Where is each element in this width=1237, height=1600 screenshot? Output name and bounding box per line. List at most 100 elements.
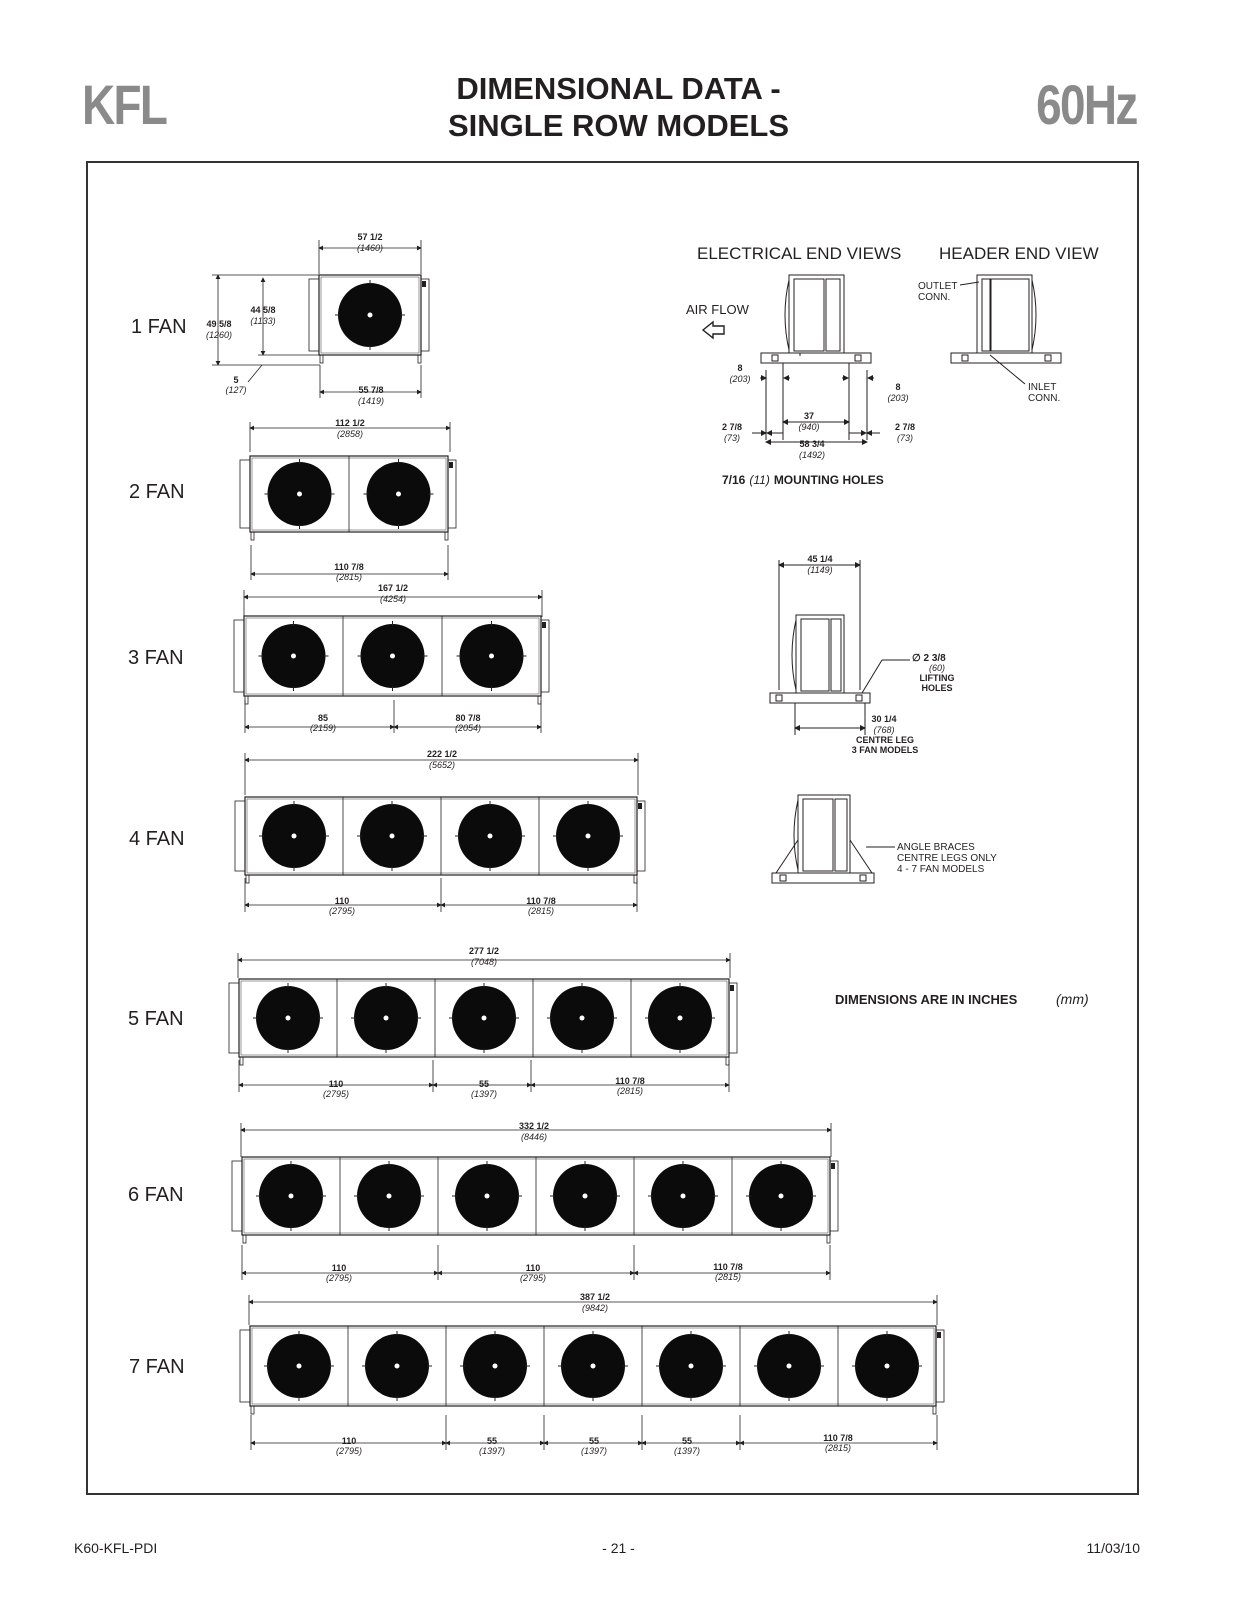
dim-end-8-left: 8 [737,363,742,373]
unit-end-left [239,459,251,529]
unit-leg [244,695,249,705]
footer-date: 11/03/10 [1086,1540,1140,1556]
unit-3-fan [233,615,550,705]
outlet-label: OUTLET [918,281,957,292]
inlet-conn-label: CONN. [1028,393,1060,404]
unit-junction-box-icon [730,985,734,991]
unit-end-left [234,800,246,872]
unit-inner-panel [240,980,728,1056]
dim-7-fan-leg2-mm: (1397) [479,1446,505,1456]
unit-leg [932,1405,937,1415]
holes-label: HOLES [921,683,952,693]
label-4-fan: 4 FAN [129,828,185,850]
mounting-holes-label: 7/16(11)MOUNTING HOLES [722,473,884,487]
unit-end-right [728,982,738,1054]
fan-hub-icon [291,653,296,659]
dim-5-fan-width: 277 1/2 [469,946,499,956]
fan-hub-icon [390,653,395,659]
dim-1-fan-height: 44 5/8 [250,305,275,315]
dim-5-fan-width-mm: (7048) [471,957,497,967]
unit-junction-box-icon [422,281,426,287]
dim-7-fan-leg3: 55 [589,1436,599,1446]
dim-7-fan-leg4-mm: (1397) [674,1446,700,1456]
dim-6-fan-width: 332 1/2 [519,1121,549,1131]
electrical-end-views-title: ELECTRICAL END VIEWS [697,244,901,263]
label-1-fan: 1 FAN [131,316,187,338]
dims-5-fan [237,953,731,1092]
unit-inner-panel [320,276,420,354]
dim-end-278-left-mm: (73) [724,433,740,443]
fan-hub-icon [688,1363,694,1369]
dim-3-fan-leg2-mm: (2054) [455,723,481,733]
unit-end-right [636,800,646,872]
unit-leg [444,531,449,541]
unit-leg [725,1056,730,1066]
dim-end-278-right-mm: (73) [897,433,913,443]
unit-leg [250,531,255,541]
dim-end-37: 37 [804,411,814,421]
brand-logo-kfl: KFL [82,73,168,136]
dim-4-fan-leg1-mm: (2795) [329,906,355,916]
centre-legs-only-label: CENTRE LEGS ONLY [897,853,997,864]
frequency-logo: 60Hz [1036,73,1138,136]
dim-end-8-right-mm: (203) [887,393,908,403]
dim-4-fan-leg2: 110 7/8 [526,896,556,906]
unit-inner-panel [245,617,540,695]
dim-2-fan-width: 112 1/2 [335,418,365,428]
unit-end-left [231,1160,243,1232]
fan-hub-icon [367,312,373,318]
fan-hub-icon [396,491,401,497]
dim-6-fan-width-mm: (8446) [521,1132,547,1142]
unit-end-left [239,1329,251,1403]
angle-braces-view [771,794,895,884]
fan-hub-icon [786,1363,792,1369]
fan-hub-icon [288,1193,294,1199]
fan-hub-icon [291,833,297,839]
dim-end-5834-mm: (1492) [799,450,825,460]
footer-doc-code: K60-KFL-PDI [74,1540,158,1556]
dims-6-fan [240,1123,832,1280]
label-6-fan: 6 FAN [128,1184,184,1206]
lifting-holes-diameter: ∅ 2 3/8 [912,653,946,664]
fan-hub-icon [487,833,493,839]
dim-1-fan-overall-height-mm: (1260) [206,330,232,340]
dim-1-fan-overall-height: 49 5/8 [206,319,231,329]
dims-4-fan [244,753,639,912]
dim-end-278-left: 2 7/8 [722,422,742,432]
unit-junction-box-icon [542,622,546,628]
unit-leg [319,354,324,364]
dim-centre-4514: 45 1/4 [807,554,832,564]
fan-hub-icon [383,1015,389,1021]
unit-leg [239,1056,244,1066]
dim-6-fan-leg3-mm: (2815) [715,1272,741,1282]
fan-hub-icon [778,1193,784,1199]
angle-braces-label: ANGLE BRACES [897,842,975,853]
dims-1-fan [212,240,422,398]
dim-3-fan-width: 167 1/2 [378,583,408,593]
fan-hub-icon [579,1015,585,1021]
dim-2-fan-width-mm: (2858) [337,429,363,439]
label-5-fan: 5 FAN [128,1008,184,1030]
dim-6-fan-leg1: 110 [332,1263,347,1273]
electrical-end-view [752,274,880,445]
dim-7-fan-leg3-mm: (1397) [581,1446,607,1456]
unit-leg [537,695,542,705]
lifting-holes-diameter-mm: (60) [929,663,945,673]
unit-5-fan [228,978,738,1066]
dim-1-fan-leg-mm: (127) [225,385,246,395]
dim-centre-3014-mm: (768) [873,725,894,735]
centre-leg-view-3-fan [769,560,910,735]
dim-2-fan-legs-mm: (2815) [336,572,362,582]
fan-hub-icon [582,1193,588,1199]
inlet-label: INLET [1028,382,1056,393]
air-flow-arrow-icon [701,320,725,340]
dim-3-fan-leg1: 85 [318,713,328,723]
fan-hub-icon [389,833,395,839]
dim-4-fan-width: 222 1/2 [427,749,457,759]
dim-7-fan-leg2: 55 [487,1436,497,1446]
mounting-holes-size: 7/16 [722,473,746,487]
unit-4-fan [234,796,646,884]
label-2-fan: 2 FAN [129,481,185,503]
fan-hub-icon [484,1193,490,1199]
